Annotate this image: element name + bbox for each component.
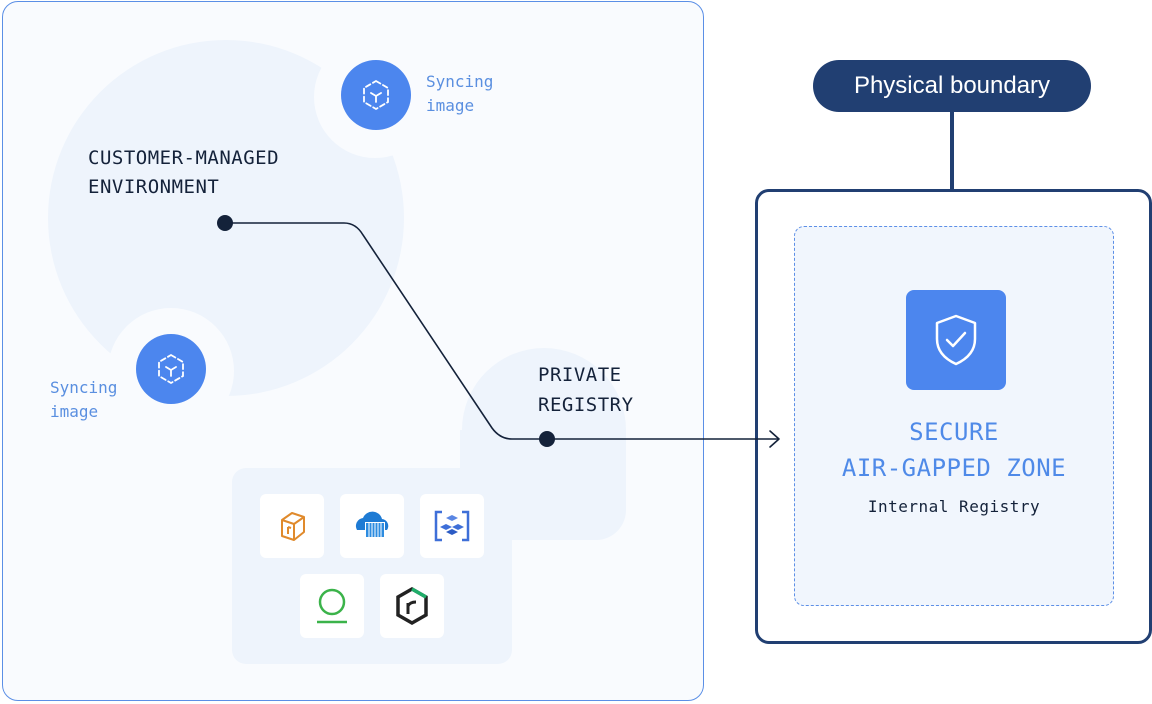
shield-check-icon bbox=[935, 314, 977, 366]
sync-label-top: Syncing image bbox=[426, 72, 494, 115]
registry-node bbox=[539, 431, 555, 447]
zone-subtitle: Internal Registry bbox=[867, 497, 1041, 516]
environment-label: CUSTOMER-MANAGED ENVIRONMENT bbox=[88, 147, 280, 198]
shield-tile bbox=[906, 290, 1006, 390]
harbor-ring-icon bbox=[317, 588, 347, 624]
registry-logo-gcp bbox=[420, 494, 484, 558]
registry-label: PRIVATE REGISTRY bbox=[538, 364, 634, 416]
sync-label-bottom: Syncing image bbox=[50, 378, 118, 421]
physical-boundary-pill: Physical boundary bbox=[813, 60, 1091, 112]
registry-logo-rancher bbox=[380, 574, 444, 638]
rancher-hex-icon bbox=[396, 586, 428, 626]
registry-logo-azure bbox=[340, 494, 404, 558]
sync-badge-top bbox=[341, 60, 411, 130]
sync-cube-icon bbox=[363, 79, 389, 111]
gcp-artifact-registry-icon bbox=[434, 510, 470, 542]
environment-to-registry-line bbox=[226, 222, 547, 440]
arrow-head bbox=[769, 430, 780, 448]
box-registry-icon bbox=[281, 512, 305, 541]
azure-container-registry-icon bbox=[355, 511, 389, 538]
registry-logo-harbor bbox=[300, 574, 364, 638]
boundary-connector bbox=[950, 112, 954, 190]
air-gapped-zone-inner bbox=[794, 226, 1114, 606]
sync-badge-bottom bbox=[136, 334, 206, 404]
registry-logo-box bbox=[260, 494, 324, 558]
sync-cube-icon bbox=[158, 353, 184, 385]
zone-title: SECURE AIR-GAPPED ZONE bbox=[841, 418, 1067, 482]
environment-node bbox=[217, 215, 233, 231]
